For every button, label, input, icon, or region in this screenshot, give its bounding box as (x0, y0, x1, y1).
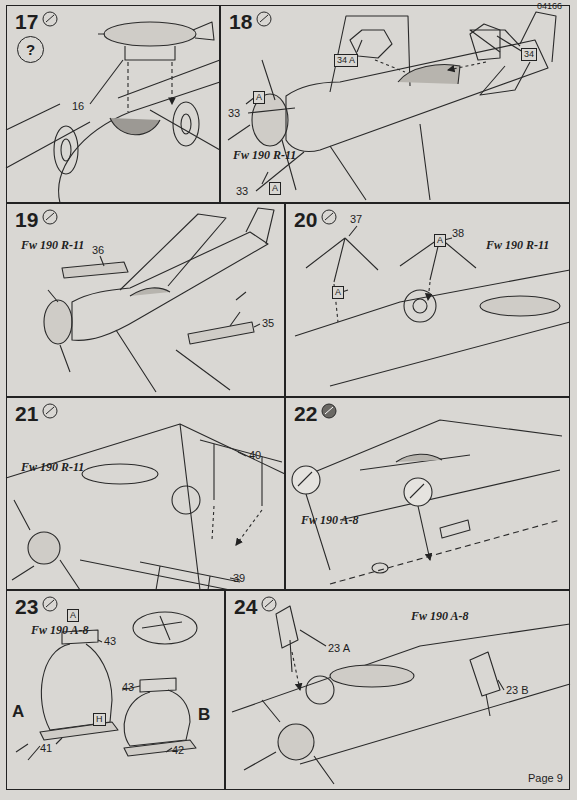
option-letter: A (437, 235, 443, 245)
step-number: 19 (15, 208, 38, 232)
callout-number: 40 (249, 449, 261, 461)
step-number: 17 (15, 10, 38, 34)
callout-number: 04166 (537, 1, 562, 11)
step-panel: 18 Fw 190 R-11 34 A 34A A (220, 5, 570, 203)
callout-number: 41 (40, 742, 52, 754)
callout-number: 43 (104, 635, 116, 647)
option-box: H (93, 713, 106, 726)
option-letter: A (256, 92, 262, 102)
option-letter: A (70, 610, 76, 620)
option-box: A (332, 286, 344, 299)
hint-mark: ? (26, 41, 35, 58)
option-box: 34 A (334, 54, 358, 67)
step-number: 22 (294, 402, 317, 426)
step-number: 23 (15, 595, 38, 619)
callout-number: A (12, 702, 24, 722)
option-letter: A (272, 183, 278, 193)
option-box: A (434, 234, 446, 247)
step-number: 21 (15, 402, 38, 426)
callout-number: 35 (262, 317, 274, 329)
variant-name: Fw 190 A-8 (31, 623, 89, 638)
step-panel: 17? (6, 5, 220, 203)
callout-number: 39 (233, 572, 245, 584)
variant-name: Fw 190 R-11 (486, 238, 549, 253)
callout-number: 42 (172, 744, 184, 756)
variant-name: Fw 190 A-8 (411, 609, 469, 624)
callout-number: 16 (72, 100, 84, 112)
option-box: A (269, 182, 281, 195)
option-letter: A (335, 287, 341, 297)
variant-name: Fw 190 R-11 (21, 460, 84, 475)
step-number: 24 (234, 595, 257, 619)
option-box: A (67, 609, 79, 622)
callout-number: 23 B (506, 684, 529, 696)
step-panel: 20Fw 190 R-11AA (285, 203, 570, 397)
option-box: 34 (521, 48, 537, 61)
callout-number: 33 (236, 185, 248, 197)
variant-name: Fw 190 R-11 (21, 238, 84, 253)
step-panel: 22 Fw 190 A-8 (285, 397, 570, 590)
step-panel: 21 Fw 190 R-11 (6, 397, 285, 590)
option-letter: H (96, 714, 103, 724)
option-letter: 34 (524, 49, 534, 59)
callout-number: Page 9 (528, 772, 563, 784)
step-number: 18 (229, 10, 252, 34)
step-panel: 19 Fw 190 R-11 (6, 203, 285, 397)
option-letter: 34 A (337, 55, 355, 65)
step-number: 20 (294, 208, 317, 232)
callout-number: 36 (92, 244, 104, 256)
callout-number: 23 A (328, 642, 350, 654)
hint-circle: ? (17, 36, 44, 63)
variant-name: Fw 190 R-11 (233, 148, 296, 163)
option-box: A (253, 91, 265, 104)
callout-number: B (198, 705, 210, 725)
callout-number: 33 (228, 107, 240, 119)
variant-name: Fw 190 A-8 (301, 513, 359, 528)
callout-number: 37 (350, 213, 362, 225)
step-panel: 23Fw 190 A-8AH (6, 590, 225, 790)
callout-number: 38 (452, 227, 464, 239)
callout-number: 43 (122, 681, 134, 693)
